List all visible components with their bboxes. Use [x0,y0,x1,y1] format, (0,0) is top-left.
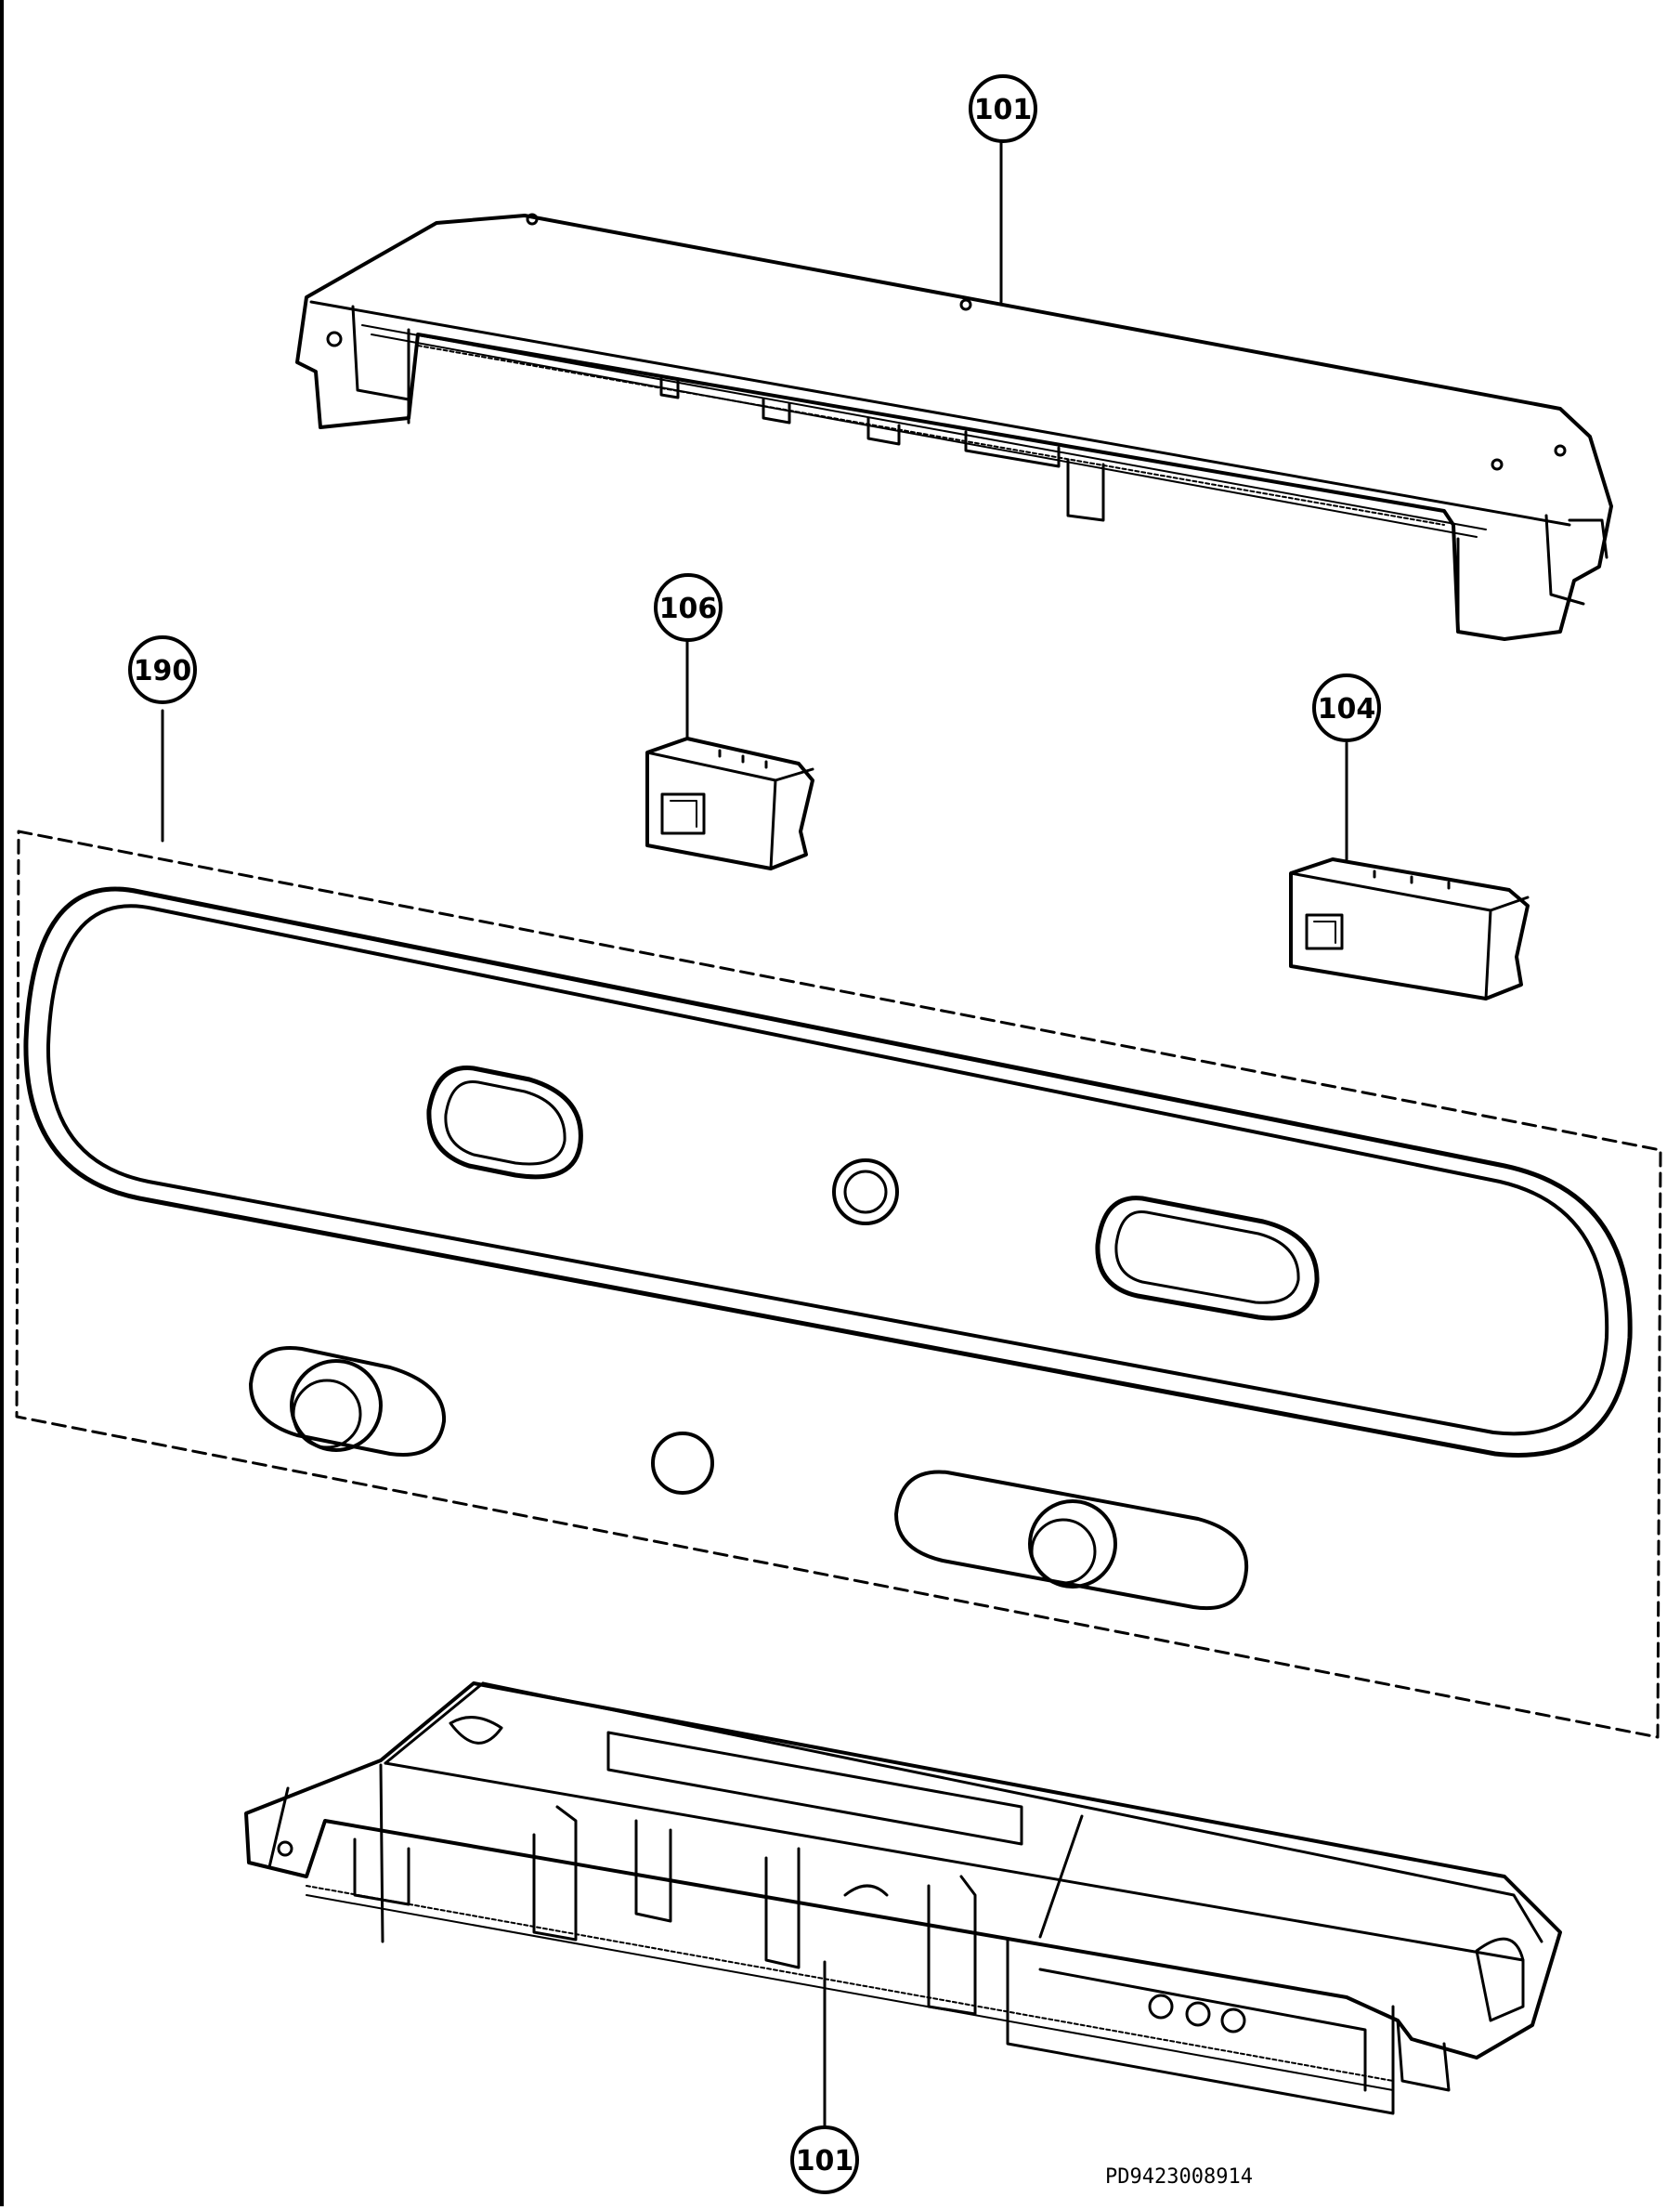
panel-button-right [894,1470,1249,1611]
panel-window-left [426,1066,583,1180]
callout-label: 101 [796,2145,854,2177]
panel-center-hole [832,1158,899,1225]
panel-window-right [1095,1196,1320,1321]
callout-101-top: 101 [969,74,1037,143]
switch-104-part [1289,857,1530,1000]
callout-190: 190 [128,635,197,704]
switch-106-part [645,737,814,870]
housing-bottom-part [244,1681,1562,2115]
document-number: PD9423008914 [1105,2165,1253,2189]
callout-label: 190 [134,655,192,687]
callout-label: 104 [1318,693,1376,726]
callout-104: 104 [1312,673,1381,742]
panel-overlay-part [15,830,1662,1739]
callout-label: 106 [659,593,718,625]
panel-indicator-lens [651,1432,714,1495]
panel-button-left [249,1346,447,1457]
callout-label: 101 [974,94,1033,126]
callout-101-bottom: 101 [790,2125,859,2194]
housing-top-part [295,213,1613,641]
callout-106: 106 [654,573,723,642]
